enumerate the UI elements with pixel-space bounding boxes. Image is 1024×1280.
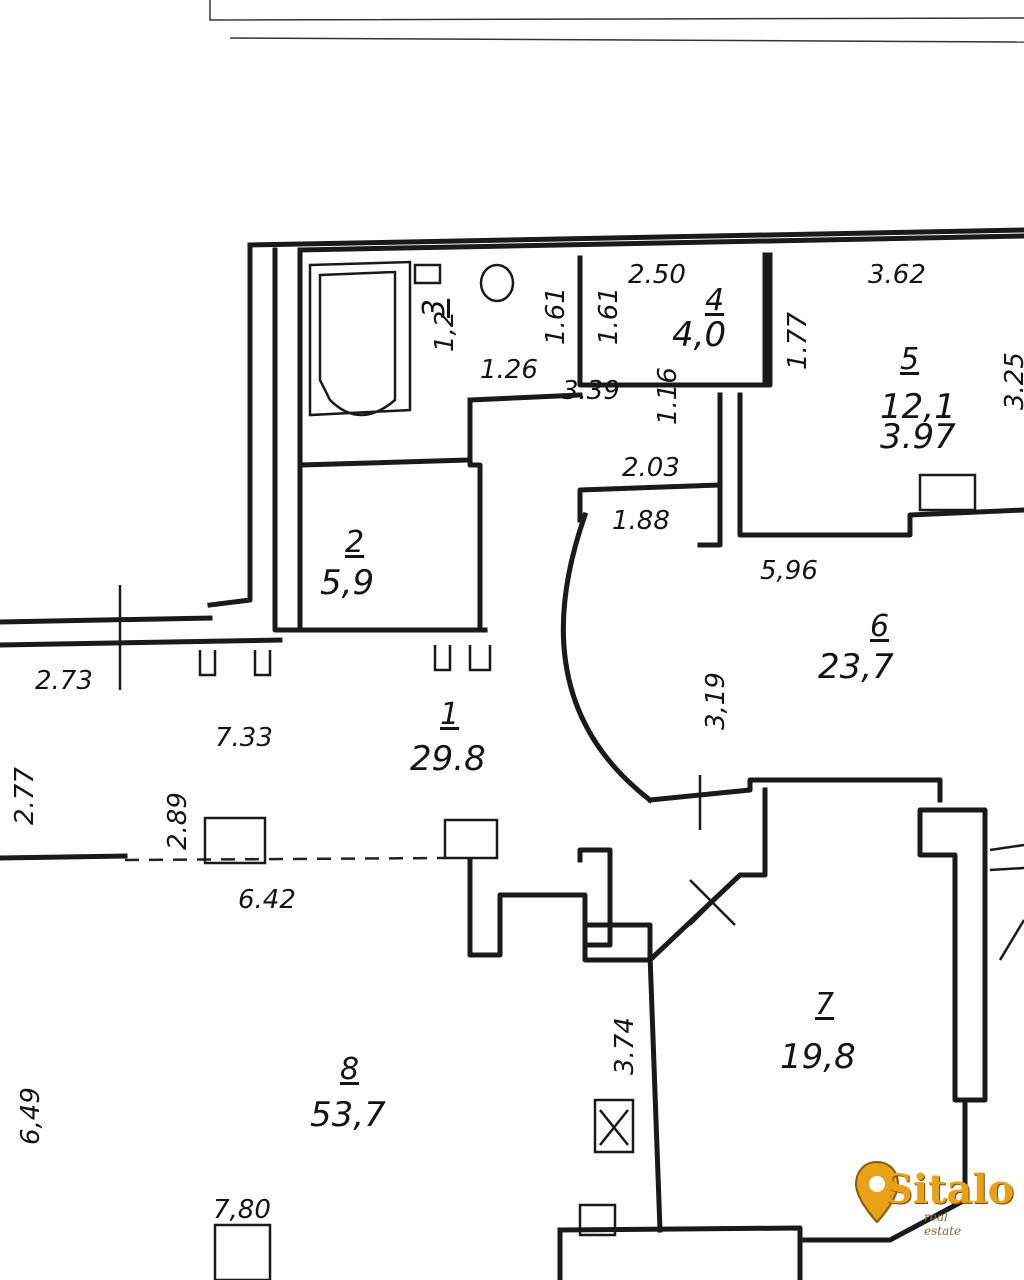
wall-room6-bottom: [647, 777, 943, 803]
shaft: [593, 1098, 635, 1154]
dim-2-50: 2.50: [628, 260, 686, 290]
wall-room8-bottom: [557, 1225, 803, 1280]
dim-1-61-a: 1.61: [541, 287, 571, 345]
room-8-number: 8: [340, 1052, 360, 1087]
column-c: [578, 1203, 617, 1237]
dim-3-74: 3.74: [610, 1017, 640, 1075]
column-room5: [918, 473, 977, 512]
divider-dashed: [124, 856, 446, 862]
location-pin-icon: [854, 1160, 900, 1224]
top-hatch: [229, 37, 1024, 43]
column-d: [213, 1223, 272, 1280]
dim-7-33: 7.33: [215, 723, 273, 753]
dim-3-25: 3.25: [1000, 352, 1024, 410]
room-6-number: 6: [870, 609, 890, 644]
pillar-a: [198, 650, 217, 677]
room-6-area: 23,7: [818, 647, 894, 687]
wall-corridor-right: [697, 392, 723, 548]
dim-3-39: 3.39: [562, 376, 620, 406]
pillar-c: [433, 645, 452, 672]
wall-wc: [467, 397, 483, 633]
room-3-area: 1,2: [430, 310, 460, 352]
room-4-number: 4: [705, 283, 725, 318]
toilet: [479, 263, 515, 303]
room-8-area: 53,7: [310, 1095, 386, 1135]
room-2-area: 5,9: [320, 563, 375, 603]
door-x: [689, 879, 736, 926]
wall-divider-left: [0, 853, 128, 861]
wall-room6-top: [577, 482, 723, 523]
wall-top-inner: [297, 233, 1024, 253]
room-7-number: 7: [815, 987, 835, 1022]
room-2-number: 2: [345, 525, 365, 560]
wall-room7-stub: [989, 843, 1024, 872]
wall-wc-bottom: [467, 392, 583, 403]
wall-bath-split: [297, 457, 473, 468]
room-1-number: 1: [440, 697, 460, 732]
wall-left-top-inner: [0, 637, 283, 648]
dim-1-88: 1.88: [612, 506, 670, 536]
wall-left-upper: [207, 242, 253, 608]
wall-room7-bottom: [797, 1097, 968, 1243]
wall-top: [247, 227, 1024, 248]
wall-room7-diag: [646, 787, 768, 964]
sink: [413, 263, 442, 285]
wall-left-top: [0, 615, 213, 625]
shaft-x: [599, 1109, 629, 1146]
column-a: [203, 816, 267, 865]
dim-1-61-b: 1.61: [594, 287, 624, 345]
wall-central: [467, 847, 613, 958]
dim-7-80: 7,80: [213, 1195, 271, 1225]
dim-3-62: 3.62: [868, 260, 926, 290]
wall-room6-curve: [560, 511, 654, 804]
top-border: [209, 0, 1024, 21]
brand-logo: Sitalo real estate: [854, 1160, 1014, 1238]
brand-name: Sitalo: [884, 1166, 1015, 1213]
dim-5-96: 5,96: [760, 556, 818, 586]
dim-3-97: 3.97: [880, 417, 956, 457]
room-7-area: 19,8: [780, 1037, 856, 1077]
bathtub-frame: [308, 260, 412, 417]
pillar-b: [253, 650, 272, 677]
dim-6-42: 6.42: [238, 885, 296, 915]
wall-room5-bottom: [737, 392, 1024, 538]
room-5-number: 5: [900, 342, 920, 377]
wall-room4: [577, 252, 773, 388]
bathtub: [318, 270, 397, 417]
dim-2-73: 2.73: [35, 666, 93, 696]
column-b: [443, 818, 499, 860]
dim-6-49: 6,49: [16, 1087, 46, 1145]
room-4-area: 4,0: [672, 315, 727, 355]
wall-bath-outer: [272, 247, 488, 633]
dim-3-19: 3,19: [701, 672, 731, 730]
pillar-d: [468, 645, 492, 672]
dim-2-89: 2.89: [163, 792, 193, 850]
wall-room7-left: [647, 952, 663, 1233]
dim-2-77: 2.77: [10, 767, 40, 825]
dim-1-16: 1.16: [653, 367, 683, 425]
brand-tagline: real estate: [924, 1210, 962, 1238]
room-1-area: 29.8: [410, 739, 486, 779]
wall-room7-right: [917, 807, 988, 1103]
dim-1-77: 1.77: [783, 312, 813, 370]
wall-room7-diag-right: [998, 919, 1024, 961]
room-5-area: 12,1: [880, 387, 956, 427]
dim-1-26: 1.26: [480, 355, 538, 385]
dim-2-03: 2.03: [622, 453, 680, 483]
